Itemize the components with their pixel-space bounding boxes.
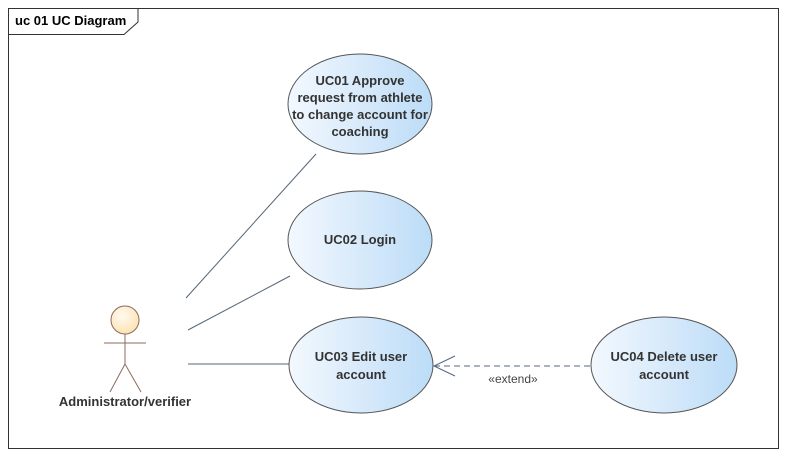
- use-case-uc01-line-3: to change account for: [292, 107, 428, 122]
- use-case-uc01[interactable]: UC01 Approve request from athlete to cha…: [287, 53, 433, 155]
- extend-relationship[interactable]: «extend»: [432, 355, 590, 386]
- use-case-uc03-line-1: UC03 Edit user: [315, 349, 407, 364]
- use-case-uc01-line-4: coaching: [331, 124, 388, 139]
- use-case-uc01-line-1: UC01 Approve: [315, 73, 404, 88]
- use-case-uc04[interactable]: UC04 Delete user account: [590, 316, 738, 414]
- actor-name: Administrator/verifier: [59, 394, 191, 409]
- associations: [185, 153, 317, 365]
- association-uc02[interactable]: [187, 275, 291, 331]
- frame-label: uc 01 UC Diagram: [15, 13, 126, 28]
- use-case-uc01-line-2: request from athlete: [298, 90, 423, 105]
- association-uc01[interactable]: [185, 153, 317, 299]
- actor-administrator-verifier[interactable]: Administrator/verifier: [59, 305, 191, 409]
- use-case-uc03-line-2: account: [336, 367, 387, 382]
- extend-label: «extend»: [488, 372, 538, 386]
- use-case-uc02[interactable]: UC02 Login: [287, 190, 433, 290]
- use-case-uc04-line-2: account: [639, 367, 690, 382]
- open-arrowhead-icon: [432, 355, 456, 377]
- use-case-uc02-line-1: UC02 Login: [324, 232, 396, 247]
- stick-figure-actor-icon: [104, 305, 146, 393]
- use-case-uc04-line-1: UC04 Delete user: [611, 349, 718, 364]
- use-case-uc03[interactable]: UC03 Edit user account: [288, 316, 434, 414]
